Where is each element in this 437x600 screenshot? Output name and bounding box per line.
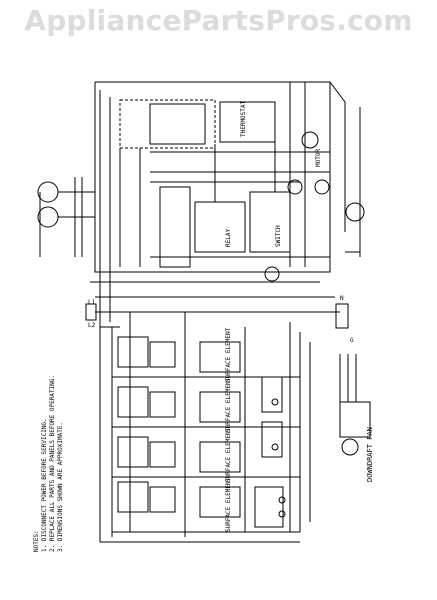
label-switch: SWITCH: [275, 225, 282, 247]
note-line: 2. REPLACE ALL PARTS AND PANELS BEFORE O…: [49, 375, 56, 552]
terminal-label: L2: [88, 322, 96, 329]
terminal-label: N: [340, 295, 344, 302]
wiring-diagram: NOTES: 1. DISCONNECT POWER BEFORE SERVIC…: [33, 81, 374, 552]
label-relay: RELAY: [225, 229, 232, 247]
terminal-label: G: [350, 337, 354, 344]
label-element: SURFACE ELEMENT: [225, 377, 232, 432]
label-motor: MOTOR: [315, 149, 322, 167]
note-line: NOTES:: [33, 530, 40, 552]
label-thermostat: THERMOSTAT: [240, 100, 247, 137]
label-element: SURFACE ELEMENT: [225, 477, 232, 532]
note-line: 3. DIMENSIONS SHOWN ARE APPROXIMATE.: [57, 422, 64, 552]
notes-block: NOTES: 1. DISCONNECT POWER BEFORE SERVIC…: [33, 375, 64, 552]
note-line: 1. DISCONNECT POWER BEFORE SERVICING.: [41, 418, 48, 552]
label-element: SURFACE ELEMENT: [225, 427, 232, 482]
terminal-label: L1: [88, 299, 96, 306]
watermark: AppliancePartsPros.com: [24, 4, 413, 37]
label-downdraft-fan: DOWNDRAFT FAN: [366, 427, 374, 482]
component-labels: THERMOSTAT RELAY MOTOR SWITCH SURFACE EL…: [225, 100, 374, 532]
diagram-wiring: [37, 81, 371, 543]
terminal-labels: L1 L2 N G: [88, 295, 354, 344]
label-element: SURFACE ELEMENT: [225, 327, 232, 382]
